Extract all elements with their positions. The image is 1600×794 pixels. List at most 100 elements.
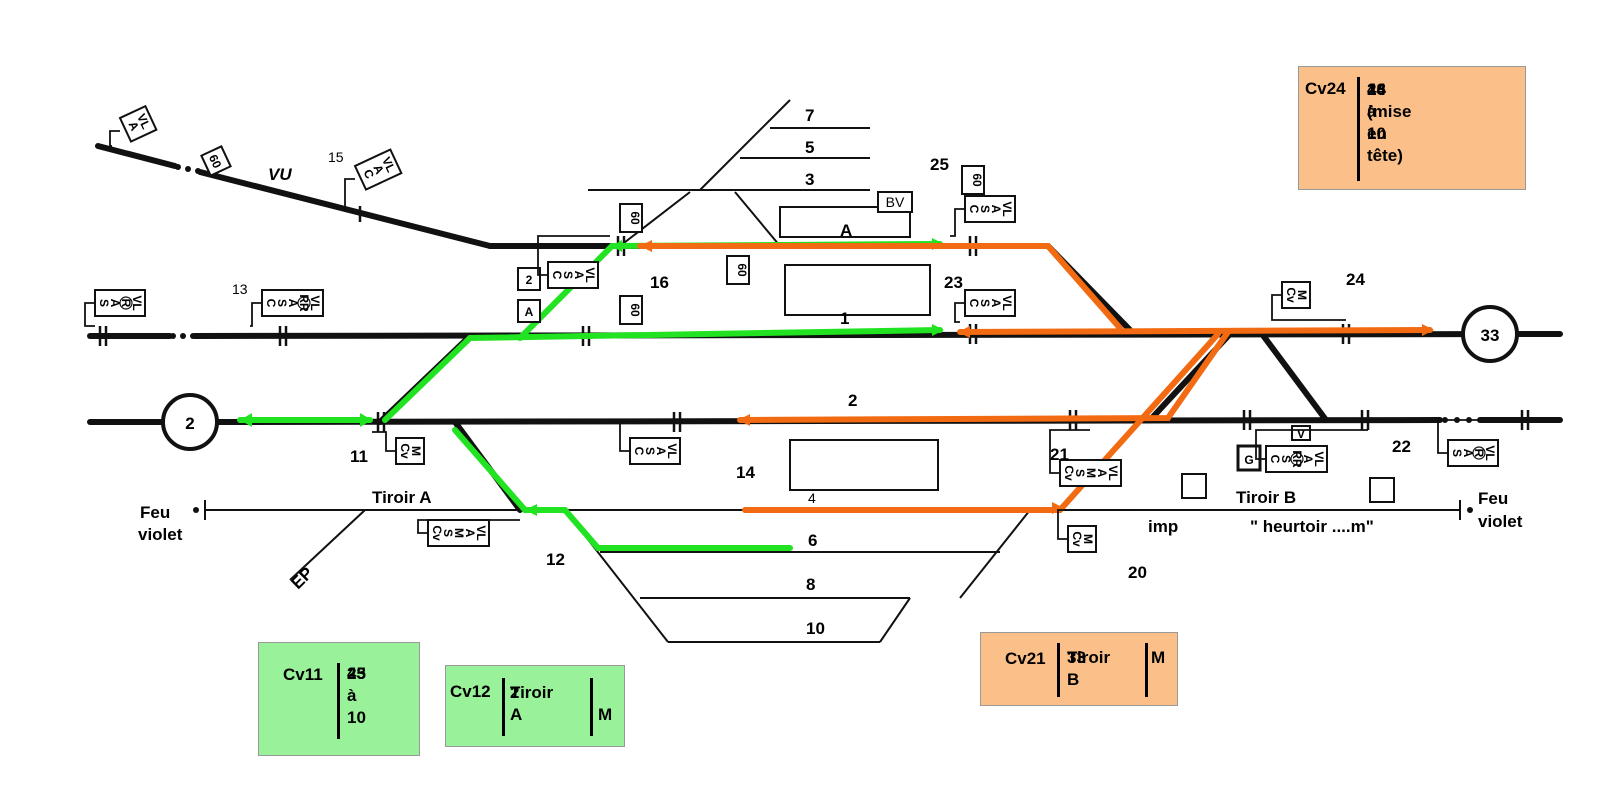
feu-left-label-2: violet: [138, 525, 183, 544]
signal-aspect: S: [978, 299, 992, 307]
signal-s20[interactable]: MCv: [1057, 509, 1130, 553]
signal-number-20: 20: [1128, 563, 1147, 582]
signal-aspect: A: [989, 205, 1003, 214]
signal-aspect: VL: [130, 295, 144, 310]
signal-aspect: S: [441, 529, 455, 537]
track-label-8: 8: [806, 575, 815, 594]
signal-aspect: A: [286, 299, 300, 308]
signal-aspect: C: [967, 205, 981, 214]
track-label-a: A: [840, 221, 852, 240]
feu-right-dot: [1467, 507, 1473, 513]
signal-aspect: Cv: [1062, 465, 1076, 481]
signal-number-16: 16: [650, 273, 669, 292]
feu-right-label-2: violet: [1478, 512, 1523, 531]
node-right-label: 33: [1481, 326, 1500, 345]
signal-s-top-left[interactable]: VLA: [109, 104, 158, 147]
signal-s24[interactable]: MCv: [1271, 281, 1346, 321]
orange-route-a: [637, 243, 1123, 331]
green-route-diag: [382, 327, 943, 423]
signal-aspect: Cv: [430, 525, 444, 541]
track-fan-right-2: [879, 597, 911, 643]
signal-aspect: S: [97, 299, 111, 307]
svg-text:G: G: [1244, 453, 1253, 467]
track-label-4: 4: [808, 490, 816, 506]
signal-number-11: 11: [350, 447, 368, 466]
svg-text:60: 60: [628, 303, 642, 317]
track-fan-diag: [699, 99, 791, 191]
tiroir-a-label: Tiroir A: [372, 488, 432, 507]
track-label-2: 2: [848, 391, 857, 410]
signal-number-15: 15: [328, 149, 344, 165]
signal-aspect: A: [1461, 449, 1475, 458]
cv21-extra: M: [1151, 648, 1166, 667]
signal-number-13: 13: [232, 281, 248, 297]
cv12-extra: M: [598, 705, 613, 724]
signal-number-22: 22: [1392, 437, 1411, 456]
cv24-name: Cv24: [1305, 79, 1346, 98]
signal-aspect: M: [409, 446, 423, 456]
routes-orange: [637, 240, 1434, 514]
signal-aspect: S: [978, 205, 992, 213]
green-route-tiroir: [452, 427, 793, 551]
track-label-6: 6: [808, 531, 817, 550]
signal-aspect: S: [561, 271, 575, 279]
signal-aspect: RR: [1290, 450, 1304, 468]
orange-route-1: [957, 327, 1433, 335]
track-label-5: 5: [805, 138, 814, 157]
signal-aspect: RR: [297, 294, 311, 312]
cv12-name: Cv12: [450, 682, 491, 701]
track-label-3: 3: [805, 170, 814, 189]
signal-aspect: S: [643, 447, 657, 455]
signal-aspect: A: [572, 271, 586, 280]
ep-label: EP: [287, 563, 316, 592]
imp-label: imp: [1148, 517, 1178, 536]
cv11-table: Cv11 25 23 4 à 10: [258, 642, 420, 756]
signal-aspect: VL: [308, 295, 322, 310]
track-labels: 7 5 3 A 1 2 4 6 8 10 VU Tiroir A Tiroir …: [138, 106, 1523, 638]
node-left[interactable]: 2: [161, 393, 219, 451]
signal-aspect: M: [1295, 290, 1309, 300]
track-upper-left: [95, 143, 178, 169]
signal-aspect: Cv: [398, 443, 412, 459]
signal-aspect: VL: [379, 155, 398, 175]
svg-text:60: 60: [970, 173, 984, 187]
node-right[interactable]: 33: [1461, 305, 1519, 363]
track-label-7: 7: [805, 106, 814, 125]
track-fan-diag-2: [734, 191, 781, 247]
cv21-name: Cv21: [1005, 649, 1046, 668]
track-label-vu: VU: [268, 165, 292, 184]
svg-text:A: A: [525, 305, 534, 319]
signal-aspect: VL: [134, 111, 153, 131]
signal-aspect: VL: [583, 267, 597, 282]
signal-aspect: Cv: [1070, 531, 1084, 547]
signal-aspect: A: [463, 529, 477, 538]
signal-s11[interactable]: MCv: [372, 431, 425, 465]
track-ep: [289, 509, 366, 581]
signal-number-21: 21: [1050, 445, 1069, 464]
signal-aspect: M: [1081, 534, 1095, 544]
signal-aspect: M: [1084, 468, 1098, 478]
feu-right-label-1: Feu: [1478, 489, 1508, 508]
track-diag-right: [1259, 331, 1329, 423]
insulated-joints: [98, 206, 1530, 432]
cv12-table: Cv12 2 Tiroir A M: [445, 665, 625, 747]
track-fan-right: [959, 509, 1031, 599]
signal-aspect: VL: [1106, 465, 1120, 480]
cv11-name: Cv11: [283, 665, 323, 684]
cv21-table: Cv21 Tiroir B 33 M: [980, 632, 1178, 706]
signal-aspect: S: [1450, 449, 1464, 457]
bv-label: BV: [886, 194, 905, 210]
